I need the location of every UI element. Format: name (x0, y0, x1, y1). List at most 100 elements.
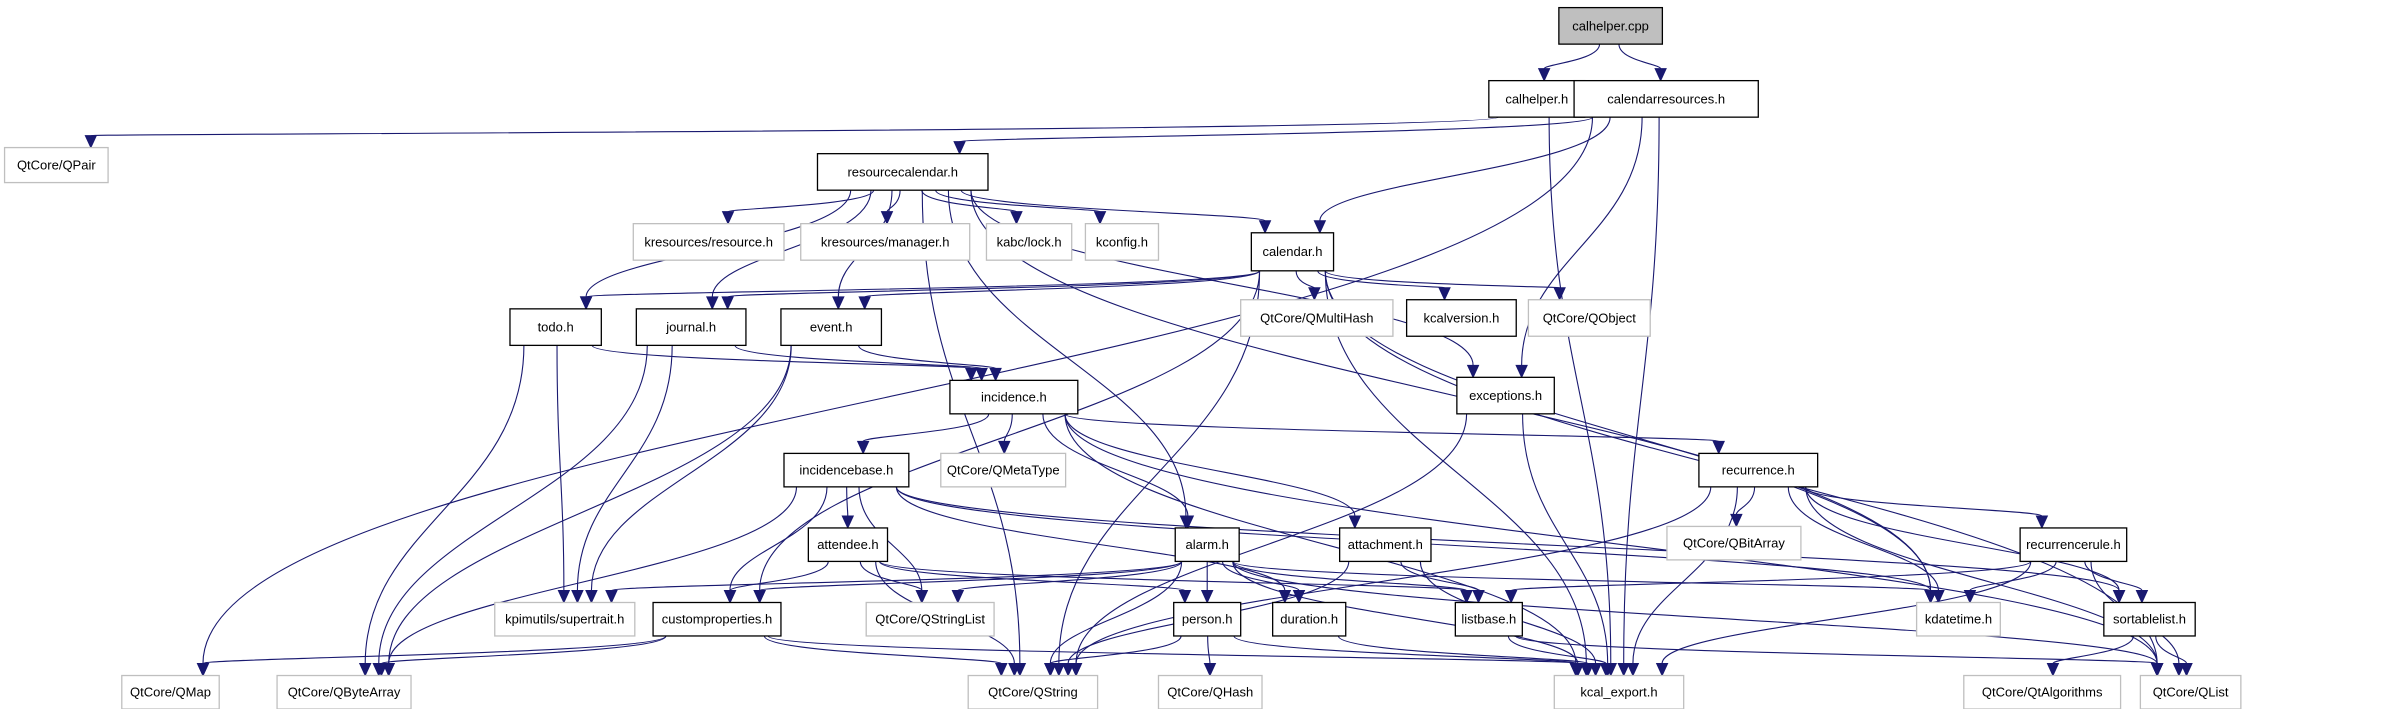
edge-line (895, 486, 2120, 591)
node-label: kcalversion.h (1423, 310, 1499, 325)
arrowhead-icon (997, 440, 1011, 455)
node-box (1157, 674, 1263, 709)
edge-customproperties_h-to-qmap (196, 635, 667, 677)
node-calhelper-h[interactable]: calhelper.h (1488, 79, 1586, 118)
node-recurrence-h[interactable]: recurrence.h (1698, 452, 1819, 488)
edge-calendar_h-to-kcalversion_h (1317, 270, 1451, 301)
node-box (1456, 376, 1555, 415)
edge-line (1787, 486, 1939, 591)
node-todo-h[interactable]: todo.h (509, 308, 602, 347)
node-box (276, 674, 412, 709)
node-journal-h[interactable]: journal.h (635, 308, 747, 347)
node-kcalversion-h[interactable]: kcalversion.h (1405, 299, 1517, 337)
arrowhead-icon (1466, 364, 1480, 379)
arrowhead-icon (841, 515, 855, 530)
node-box (509, 308, 602, 347)
edge-line (1969, 561, 2057, 592)
edge-resourcecalendar_h-to-exceptions_h (970, 190, 1480, 379)
arrowhead-icon (1712, 440, 1725, 455)
node-person-h[interactable]: person.h (1173, 601, 1242, 637)
node-box (632, 223, 785, 261)
node-sortablelist-h[interactable]: sortablelist.h (2103, 601, 2196, 637)
arrowhead-icon (1178, 589, 1192, 604)
edge-recurrence_h-to-qstring (1069, 486, 1712, 677)
edge-alarm_h-to-person_h (1200, 561, 1214, 604)
node-incidence-h[interactable]: incidence.h (949, 379, 1079, 415)
edge-line (734, 344, 983, 369)
edge-journal_h-to-supertrait (571, 345, 673, 604)
node-box (1553, 674, 1685, 709)
edge-calhelper_cpp-to-calendarresources_h (1618, 44, 1667, 82)
node-calendar-h[interactable]: calendar.h (1250, 232, 1335, 272)
arrowhead-icon (915, 589, 929, 604)
node-box (967, 674, 1099, 709)
node-box (800, 223, 971, 261)
node-label: attachment.h (1348, 537, 1423, 552)
node-label: QtCore/QStringList (875, 612, 985, 627)
node-box (1240, 299, 1394, 337)
edge-attendee_h-to-customproperties_h (723, 561, 829, 604)
node-calendarresources-h[interactable]: calendarresources.h (1573, 79, 1759, 118)
edge-calendarresources_h-to-calendar_h (1313, 117, 1611, 234)
arrowhead-icon (1010, 211, 1023, 225)
node-label: recurrencerule.h (2026, 537, 2121, 552)
edge-incidencebase_h-to-sortablelist_h (895, 486, 2126, 604)
arrowhead-icon (1589, 663, 1602, 677)
edge-recurrence_h-to-sortablelist_h (1805, 486, 2126, 604)
node-label: journal.h (665, 320, 716, 335)
node-label: calhelper.cpp (1572, 18, 1649, 33)
node-incidencebase-h[interactable]: incidencebase.h (783, 452, 910, 488)
node-recurrencerule-h[interactable]: recurrencerule.h (2019, 527, 2128, 563)
arrowhead-icon (858, 296, 871, 311)
edge-line (957, 560, 1183, 592)
edge-incidence_h-to-attachment_h (1064, 413, 1362, 530)
node-attachment-h[interactable]: attachment.h (1338, 527, 1432, 563)
arrowhead-icon (1313, 220, 1327, 234)
node-duration-h[interactable]: duration.h (1272, 601, 1347, 637)
edge-line (1515, 635, 2158, 665)
node-box (1698, 452, 1819, 488)
edge-recurrencerule_h-to-sortablelist_h (2084, 561, 2149, 604)
edge-line (90, 116, 1499, 137)
edge-line (759, 560, 1183, 592)
edge-sortablelist_h-to-qlist (2155, 635, 2193, 677)
node-attendee-h[interactable]: attendee.h (807, 527, 889, 563)
edge-recurrencerule_h-to-kcal_export_h (1655, 561, 2032, 677)
node-label: sortablelist.h (2113, 612, 2186, 627)
node-calhelper-cpp[interactable]: calhelper.cpp (1558, 6, 1664, 45)
arrowhead-icon (1963, 589, 1977, 604)
edge-incidence_h-to-recurrence_h (1064, 413, 1725, 455)
edge-event_h-to-incidence_h (858, 345, 1002, 382)
node-box (2103, 601, 2196, 637)
edge-line (1661, 561, 2032, 664)
arrowhead-icon (964, 367, 978, 382)
node-event-h[interactable]: event.h (780, 308, 883, 347)
node-exceptions-h[interactable]: exceptions.h (1456, 376, 1555, 415)
arrowhead-icon (557, 589, 571, 604)
node-customproperties-h[interactable]: customproperties.h (652, 601, 782, 637)
edge-calendar_h-to-event_h (858, 270, 1261, 311)
edge-calendar_h-to-journal_h (721, 270, 1261, 311)
arrowhead-icon (1581, 663, 1595, 677)
node-label: QtCore/QPair (17, 158, 96, 173)
arrowhead-icon (706, 296, 719, 311)
edge-line (862, 413, 990, 442)
node-kres-resource: kresources/resource.h (632, 223, 785, 261)
edge-calhelper_h-to-kcal_export_h (1548, 117, 1618, 677)
edge-line (1003, 413, 1013, 442)
arrowhead-icon (856, 440, 870, 455)
node-alarm-h[interactable]: alarm.h (1174, 527, 1240, 563)
node-listbase-h[interactable]: listbase.h (1454, 601, 1523, 637)
edge-calhelper_cpp-to-calhelper_h (1537, 43, 1601, 82)
arrowhead-icon (1932, 589, 1945, 604)
node-qpair: QtCore/QPair (3, 146, 109, 184)
arrowhead-icon (358, 663, 372, 677)
arrowhead-icon (1553, 287, 1566, 301)
edge-resourcecalendar_h-to-kres_manager (880, 190, 901, 225)
edge-resourcecalendar_h-to-kres_resource (721, 189, 875, 225)
edge-line (1064, 413, 2158, 664)
edge-event_h-to-supertrait (585, 345, 792, 604)
node-resourcecalendar-h[interactable]: resourcecalendar.h (816, 153, 989, 191)
node-box (1573, 79, 1759, 118)
arrowhead-icon (1654, 68, 1667, 82)
